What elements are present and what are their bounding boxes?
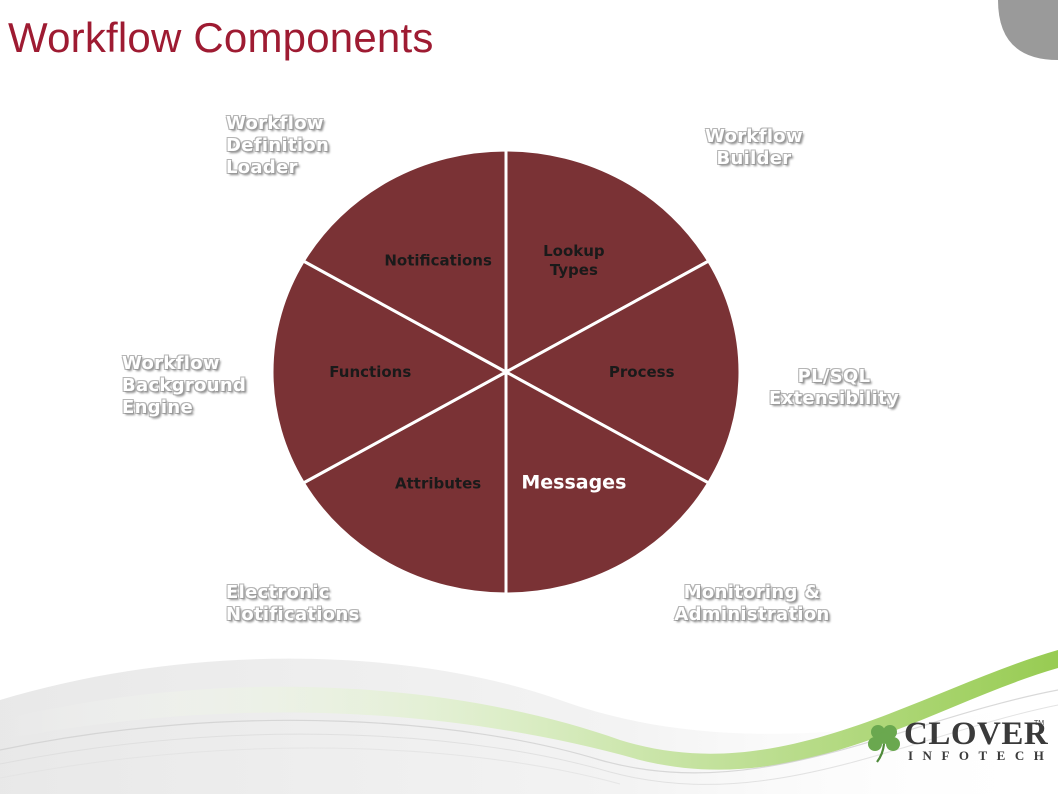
clover-leaf-icon [868, 725, 900, 763]
label-plsql-extensibility: PL/SQL Extensibility [764, 366, 904, 410]
label-background-line3: Engine [122, 397, 193, 418]
wheel-segment [270, 258, 510, 486]
label-electronic-notifications: Electronic Notifications [226, 582, 360, 626]
label-background-line1: Workflow [122, 353, 220, 374]
wheel-segment-label: Functions [329, 363, 411, 381]
label-workflow-builder: Workflow Builder [702, 126, 806, 170]
label-monitoring-line1: Monitoring & [683, 582, 821, 603]
page-title: Workflow Components [8, 14, 434, 61]
wheel-segment [502, 258, 742, 486]
label-monitoring-line2: Administration [674, 604, 830, 625]
logo-name: CLOVER [904, 716, 1049, 752]
label-loader-line2: Definition [226, 135, 330, 156]
label-loader-line1: Workflow [226, 113, 324, 134]
label-workflow-builder-line1: Workflow [705, 126, 803, 147]
wheel-segment [301, 148, 508, 375]
wheel-segment-label: Attributes [395, 475, 481, 493]
label-electronic-line1: Electronic [226, 582, 330, 603]
logo-trademark: TM [1034, 720, 1045, 727]
label-workflow-builder-line2: Builder [716, 148, 792, 169]
label-plsql-line2: Extensibility [768, 388, 900, 409]
label-definition-loader: Workflow Definition Loader [226, 113, 329, 179]
wheel-segment [301, 369, 508, 596]
logo-subtitle: INFOTECH [908, 748, 1054, 763]
wheel-segment-label: Notifications [384, 251, 492, 269]
label-background-engine: Workflow Background Engine [122, 353, 246, 419]
label-electronic-line2: Notifications [226, 604, 360, 625]
clover-infotech-logo: CLOVER TM INFOTECH [866, 716, 1049, 768]
wheel-segment-label: Process [609, 363, 675, 381]
wheel-segment-label: Messages [521, 472, 626, 494]
label-background-line2: Background [122, 375, 247, 396]
label-loader-line3: Loader [226, 157, 298, 178]
label-monitoring-administration: Monitoring & Administration [672, 582, 832, 626]
corner-decoration [998, 0, 1058, 60]
wheel-segment [504, 148, 711, 375]
label-plsql-line1: PL/SQL [797, 366, 871, 387]
wheel-segment [504, 369, 711, 596]
